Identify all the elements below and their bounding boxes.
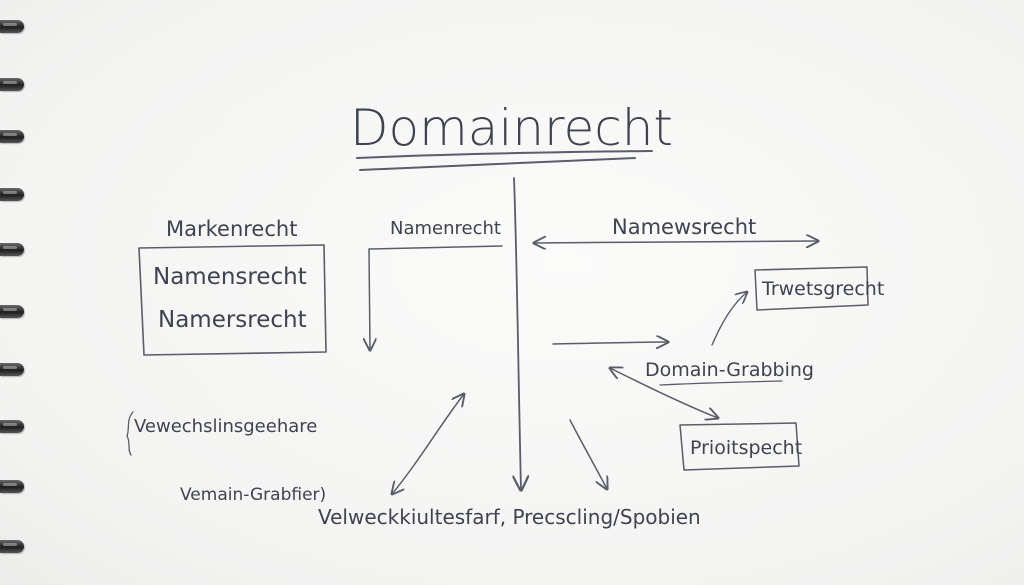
diagram-title: Domainrecht — [350, 99, 673, 157]
label-prioitspecht: Prioitspecht — [690, 437, 802, 459]
binding-ring — [0, 130, 24, 143]
binding-ring — [0, 305, 24, 318]
arrow-namenrecht-down — [369, 245, 503, 350]
binding-ring — [0, 243, 24, 256]
binding-ring — [0, 480, 24, 493]
double-arrow-lower-left — [392, 394, 464, 494]
double-arrow-prioitspecht — [610, 368, 718, 418]
label-vemain-grabfier: Vemain-Grabfier) — [180, 485, 326, 505]
arrow-to-domain-grabbing — [552, 342, 668, 344]
title-underline — [359, 157, 636, 171]
underline-domain-grabbing — [659, 380, 783, 386]
double-arrow-namewsrecht — [534, 241, 818, 243]
box-prioitspecht — [679, 422, 800, 471]
label-trwetsgrecht: Trwetsgrecht — [761, 278, 884, 300]
box-line-namensrecht: Namensrecht — [153, 264, 307, 290]
label-namenrecht: Namenrecht — [390, 218, 501, 239]
binding-ring — [0, 78, 24, 91]
title-underline — [356, 150, 653, 159]
binding-ring — [0, 20, 24, 33]
label-vewechslinsgeehare: Vewechslinsgeehare — [134, 416, 317, 437]
arrow-lower-right — [569, 419, 607, 489]
brace-vewechslinsgeehare — [126, 411, 134, 456]
label-bottom: Velweckkiultesfarf, Precscling/Spobien — [318, 505, 701, 529]
box-namensrecht — [138, 244, 327, 356]
binding-ring — [0, 188, 24, 201]
binding-ring — [0, 420, 24, 433]
arrow-to-trwetsgrecht — [711, 292, 747, 346]
spiral-binding — [0, 0, 34, 585]
box-line-namersrecht: Namersrecht — [158, 307, 307, 333]
label-domain-grabbing: Domain-Grabbing — [645, 359, 814, 381]
label-namewsrecht: Namewsrecht — [612, 215, 756, 239]
binding-ring — [0, 363, 24, 376]
box-trwetsgrecht — [754, 266, 869, 311]
binding-ring — [0, 540, 24, 553]
label-markenrecht: Markenrecht — [166, 217, 297, 241]
central-trunk-arrow — [514, 177, 521, 490]
